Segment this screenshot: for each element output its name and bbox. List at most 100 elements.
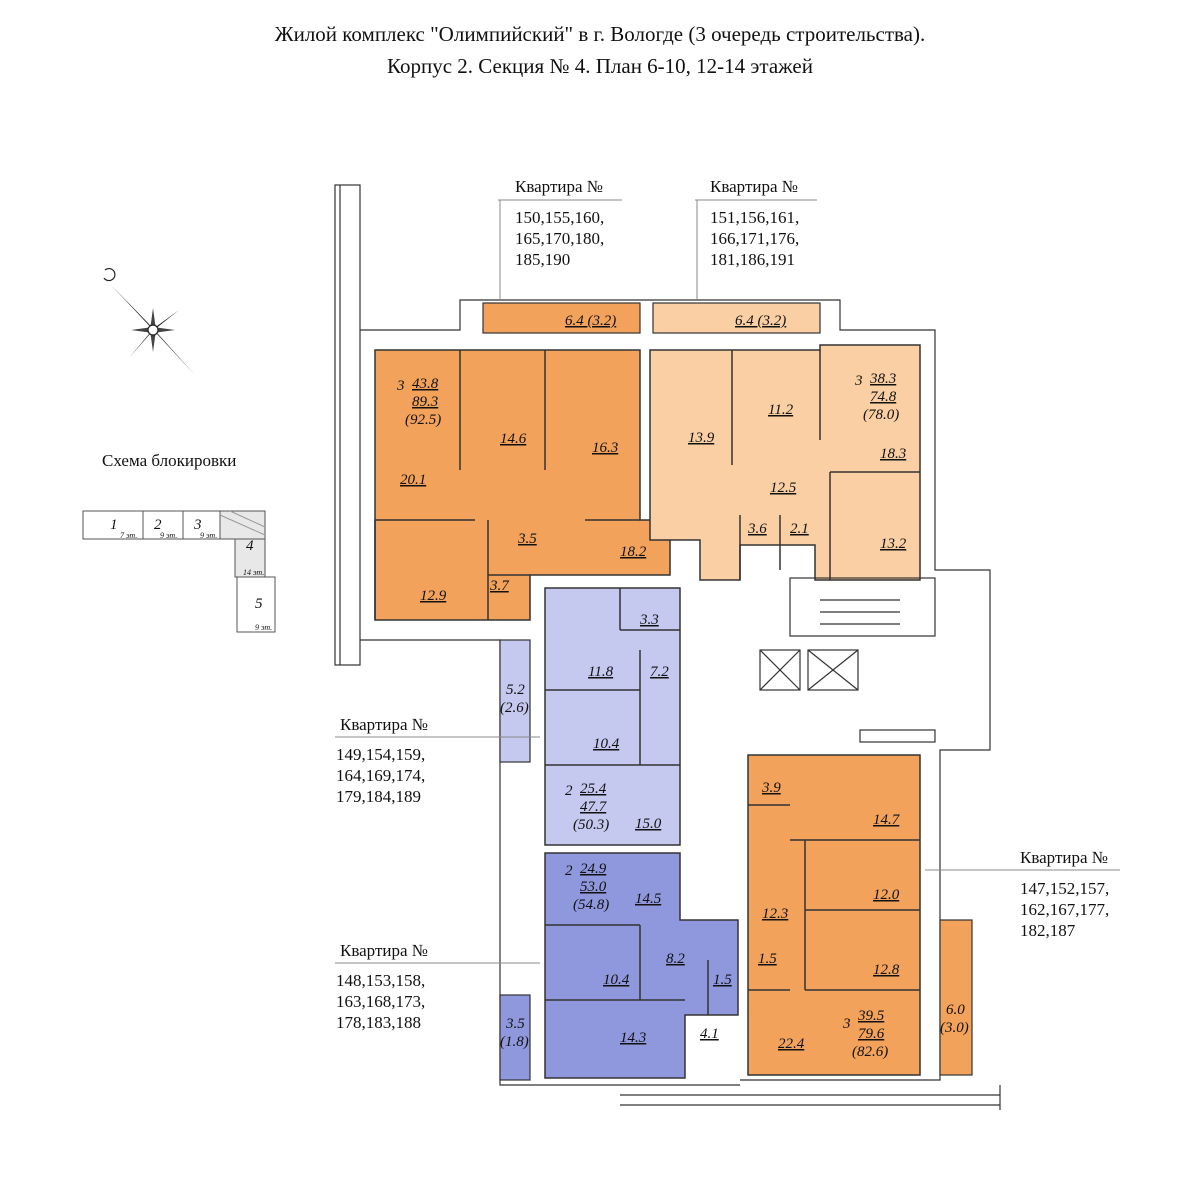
apt-d-rooms: 2: [565, 863, 573, 879]
apartment-b-balcony: [652, 302, 821, 334]
apt-c-living: 25.4: [580, 781, 607, 797]
apt-a-balcony: 6.4 (3.2): [565, 313, 616, 329]
scheme-floors-4: 14 эт.: [243, 568, 264, 577]
apt-e-balcony: 6.0: [946, 1002, 965, 1018]
scheme-section-5: 5: [255, 596, 263, 612]
apartment-b-fill: [649, 344, 921, 581]
apt-a-total: 89.3: [412, 394, 438, 410]
apt-d-numbers-3: 178,183,188: [336, 1013, 421, 1032]
apt-e-numbers-3: 182,187: [1020, 921, 1076, 940]
apt-a-area-4: 12.9: [420, 588, 447, 604]
apt-e-rooms: 3: [842, 1016, 851, 1032]
apt-e-area-6: 1.5: [758, 951, 777, 967]
apt-c-area-3: 7.2: [650, 664, 669, 680]
apt-a-area-5: 3.5: [517, 531, 537, 547]
scheme-floors-1: 7 эт.: [120, 531, 137, 540]
apt-a-number-list: 150,155,160, 165,170,180, 185,190: [515, 207, 604, 270]
blocking-scheme-title: Схема блокировки: [102, 451, 237, 470]
apt-e-total-balcony: (82.6): [852, 1044, 888, 1060]
apt-a-area-2: 14.6: [500, 431, 527, 447]
apt-b-total-balcony: (78.0): [863, 407, 899, 423]
apt-c-total: 47.7: [580, 799, 608, 815]
apt-b-rooms: 3: [854, 373, 863, 389]
apt-e-area-2: 14.7: [873, 812, 901, 828]
apt-c-numbers-2: 164,169,174,: [336, 766, 426, 785]
apt-c-numbers-3: 179,184,189: [336, 787, 421, 806]
apt-a-numbers-2: 165,170,180,: [515, 229, 605, 248]
blocking-scheme: [82, 510, 276, 633]
page-title: Жилой комплекс "Олимпийский" в г. Вологд…: [274, 22, 926, 46]
left-facade-wall: [334, 184, 361, 666]
scheme-section-2: 2: [154, 517, 162, 533]
apt-c-area-4: 10.4: [593, 736, 620, 752]
apartment-d: [499, 852, 739, 1081]
apt-a-living: 43.8: [412, 376, 439, 392]
apartment-a: [374, 302, 671, 621]
apt-d-area-3: 8.2: [666, 951, 685, 967]
apt-d-numbers-1: 148,153,158,: [336, 971, 426, 990]
apt-d-number-list: 148,153,158, 163,168,173, 178,183,188: [336, 970, 425, 1033]
apartment-c-fill: [544, 587, 681, 846]
apartment-e: [747, 754, 973, 1076]
apt-d-total-balcony: (54.8): [573, 897, 609, 913]
area-labels-c: 2 25.4 47.7 (50.3) 3.3 11.8 7.2 10.4 15.…: [500, 612, 669, 833]
apartment-d-fill: [544, 852, 739, 1079]
apt-e-area-7: 22.4: [778, 1036, 805, 1052]
apartment-d-balcony: [499, 994, 531, 1081]
apartment-a-fill: [374, 349, 671, 621]
apt-e-heading: Квартира №: [1020, 848, 1109, 867]
apt-b-living: 38.3: [869, 371, 896, 387]
apt-e-number-list: 147,152,157, 162,167,177, 182,187: [1020, 878, 1109, 941]
scheme-floors-3: 9 эт.: [200, 531, 217, 540]
apt-c-total-balcony: (50.3): [573, 817, 609, 833]
apt-d-area-5: 14.3: [620, 1030, 646, 1046]
apt-b-area-4: 12.5: [770, 480, 797, 496]
apt-d-area-4: 1.5: [713, 972, 732, 988]
apt-b-area-7: 13.2: [880, 536, 907, 552]
apt-e-total: 79.6: [858, 1026, 885, 1042]
apt-b-numbers-3: 181,186,191: [710, 250, 795, 269]
apt-d-numbers-2: 163,168,173,: [336, 992, 426, 1011]
apt-a-area-6: 3.7: [489, 578, 510, 594]
area-labels-a: 3 43.8 89.3 (92.5) 20.1 14.6 16.3 12.9 3…: [396, 313, 647, 604]
compass-rose-icon: [103, 267, 195, 375]
apt-e-area-5: 12.8: [873, 962, 900, 978]
apt-c-area-2: 11.8: [588, 664, 614, 680]
apt-d-heading: Квартира №: [340, 941, 429, 960]
apt-c-heading: Квартира №: [340, 715, 429, 734]
apt-c-rooms: 2: [565, 783, 573, 799]
area-labels-b: 3 38.3 74.8 (78.0) 13.9 11.2 18.3 12.5 3…: [688, 313, 907, 552]
area-labels-e: 3 39.5 79.6 (82.6) 3.9 14.7 12.0 12.3 12…: [758, 780, 969, 1060]
apt-a-numbers-3: 185,190: [515, 250, 571, 269]
scheme-floors-5: 9 эт.: [255, 623, 272, 632]
apt-b-balcony: 6.4 (3.2): [735, 313, 786, 329]
apt-c-balcony: 5.2: [506, 682, 525, 698]
apt-d-balcony-half: (1.8): [500, 1034, 529, 1050]
apt-b-numbers-2: 166,171,176,: [710, 229, 800, 248]
apt-e-area-1: 3.9: [761, 780, 781, 796]
apt-b-numbers-1: 151,156,161,: [710, 208, 800, 227]
apt-d-area-6: 4.1: [700, 1026, 719, 1042]
apartment-c-balcony: [499, 639, 531, 763]
scheme-section-3: 3: [193, 517, 202, 533]
apt-d-area-2: 10.4: [603, 972, 630, 988]
building-outline: [334, 184, 1001, 1110]
apartment-e-balcony: [939, 919, 973, 1076]
scheme-section-4: 4: [246, 538, 254, 554]
apt-d-area-1: 14.5: [635, 891, 662, 907]
apartment-c: [499, 587, 681, 846]
apt-c-area-5: 15.0: [635, 816, 662, 832]
apt-e-area-3: 12.0: [873, 887, 900, 903]
apt-a-area-7: 18.2: [620, 544, 647, 560]
page-subtitle: Корпус 2. Секция № 4. План 6-10, 12-14 э…: [387, 54, 813, 78]
apt-c-numbers-1: 149,154,159,: [336, 745, 426, 764]
apt-b-area-2: 11.2: [768, 402, 794, 418]
apt-a-area-3: 16.3: [592, 440, 618, 456]
blocking-scheme-labels: 1 2 3 4 5 7 эт. 9 эт. 9 эт. 14 эт. 9 эт.: [110, 517, 272, 632]
apt-d-balcony: 3.5: [505, 1016, 525, 1032]
apt-b-heading: Квартира №: [710, 177, 799, 196]
apt-b-area-5: 3.6: [747, 521, 767, 537]
apt-c-area-1: 3.3: [639, 612, 659, 628]
area-labels-d: 2 24.9 53.0 (54.8) 14.5 10.4 8.2 1.5 14.…: [500, 861, 732, 1050]
apt-d-living: 24.9: [580, 861, 607, 877]
